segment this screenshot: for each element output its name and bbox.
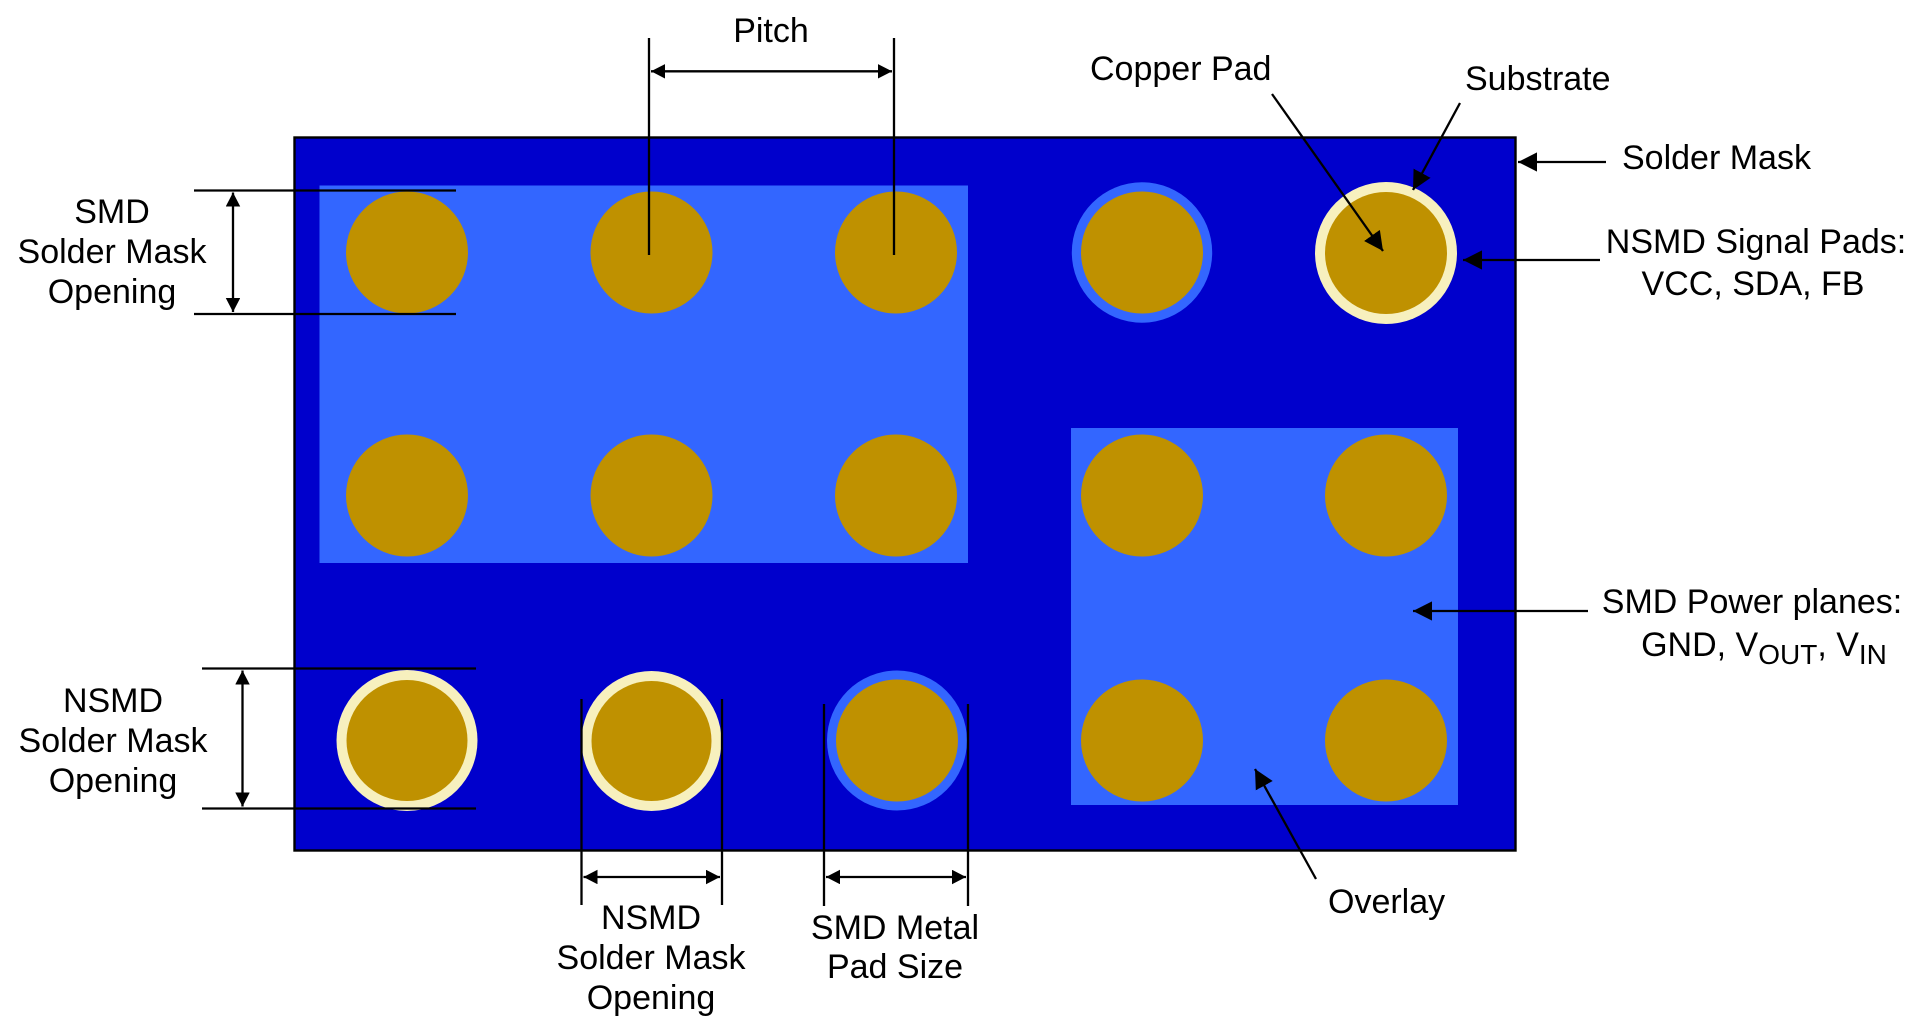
svg-text:VCC, SDA, FB: VCC, SDA, FB [1642,265,1865,303]
svg-text:Solder Mask: Solder Mask [1622,139,1812,177]
svg-text:Substrate: Substrate [1465,60,1611,98]
svg-text:Overlay: Overlay [1328,883,1445,921]
svg-text:Opening: Opening [48,273,177,311]
svg-text:Pitch: Pitch [733,12,809,50]
svg-text:Solder Mask: Solder Mask [19,722,209,760]
svg-text:NSMD: NSMD [601,899,701,937]
svg-text:NSMD Signal Pads:: NSMD Signal Pads: [1606,223,1906,261]
svg-text:Opening: Opening [49,762,178,800]
svg-text:Pad Size: Pad Size [827,948,963,986]
svg-text:SMD Metal: SMD Metal [811,909,979,947]
svg-text:Opening: Opening [587,979,716,1017]
svg-text:SMD: SMD [74,193,150,231]
svg-text:Solder Mask: Solder Mask [557,939,747,977]
svg-text:NSMD: NSMD [63,682,163,720]
svg-text:SMD Power planes:: SMD Power planes: [1602,583,1902,621]
svg-text:Solder Mask: Solder Mask [18,233,208,271]
svg-text:GND, VOUT, VIN: GND, VOUT, VIN [1641,626,1887,670]
svg-text:Copper Pad: Copper Pad [1090,50,1271,88]
